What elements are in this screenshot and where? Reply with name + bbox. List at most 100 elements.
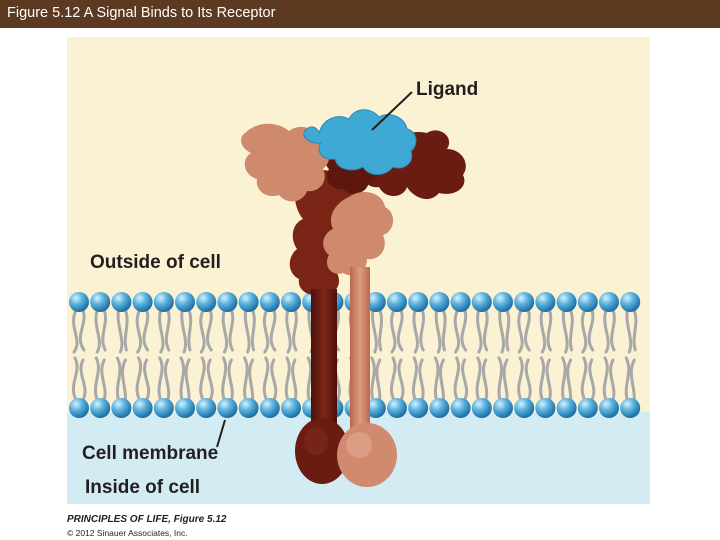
lipid-tail (453, 356, 469, 402)
lipid-head (577, 398, 598, 418)
lipid-head (69, 398, 89, 418)
lipid-head (132, 292, 153, 312)
lipid-tail (180, 308, 193, 354)
lipid-tail (603, 308, 616, 354)
lipid-head (471, 398, 492, 418)
lipid-tail (115, 356, 127, 402)
lipid-tail (498, 308, 511, 354)
lipid-head (471, 292, 492, 312)
lipid-head (387, 398, 407, 418)
lipid-tail (624, 356, 636, 402)
lipid-tail (580, 308, 595, 354)
lipid-head (238, 292, 259, 312)
lipid-head (514, 398, 535, 418)
lipid-tail (561, 308, 574, 354)
lipid-head (90, 398, 111, 418)
lipid-head (175, 398, 195, 418)
ligand-pointer (371, 91, 413, 131)
lipid-head (153, 398, 174, 418)
lipid-tail (434, 308, 447, 354)
lipid-head (196, 292, 217, 312)
lipid-tail (262, 308, 277, 354)
lipid-heads (69, 292, 641, 418)
lipid-head (408, 398, 429, 418)
lipid-tail (453, 308, 468, 354)
lipid-head (535, 292, 556, 312)
ligand-label: Ligand (416, 79, 479, 100)
cell-membrane-label: Cell membrane (82, 443, 219, 464)
lipid-tail (539, 356, 552, 402)
outside-of-cell-label: Outside of cell (90, 252, 221, 273)
lipid-head (196, 398, 217, 418)
lipid-tail (157, 356, 171, 402)
lipid-tail (243, 308, 256, 354)
figure-title: Figure 5.12 A Signal Binds to Its Recept… (7, 5, 276, 21)
lipid-tail (371, 308, 384, 354)
lipid-head (153, 292, 174, 312)
ligand-molecule (303, 109, 417, 175)
lipid-head (514, 292, 535, 312)
lipid-head (556, 292, 577, 312)
lipid-head (556, 398, 577, 418)
lipid-tail (116, 308, 129, 354)
lipid-tail (221, 356, 234, 402)
lipid-head (429, 398, 450, 418)
lipid-head (387, 292, 407, 312)
lipid-tail (158, 308, 171, 354)
membrane-pointer (216, 419, 226, 448)
lipid-head (111, 292, 132, 312)
receptor-light-chain (241, 123, 397, 487)
lipid-head (132, 398, 153, 418)
lipid-head (620, 398, 641, 418)
lipid-tail (179, 356, 191, 402)
lipid-head (365, 292, 386, 312)
lipid-tail (284, 356, 298, 402)
copyright-notice: © 2012 Sinauer Associates, Inc. (67, 528, 188, 538)
lipid-tail (370, 356, 382, 402)
lipid-head (577, 292, 598, 312)
lipid-head (620, 292, 641, 312)
lipid-tail (602, 356, 616, 402)
lipid-tail (475, 356, 489, 402)
receptor-diagram: Ligand Outside of cell Cell membrane Ins… (67, 37, 650, 504)
lipid-head (69, 292, 89, 312)
lipid-tail (199, 308, 213, 354)
lipid-tail (539, 308, 553, 354)
lipid-tail (390, 308, 404, 354)
lipid-tail (517, 308, 531, 354)
lipid-tail (72, 308, 86, 354)
lipid-tail (476, 308, 489, 354)
lipid-head (599, 292, 619, 312)
lipid-head (217, 398, 238, 418)
lipid-tail (135, 308, 150, 354)
lipid-tail (199, 356, 214, 402)
lipid-head (281, 398, 301, 418)
lipid-head (259, 398, 280, 418)
lipid-head (599, 398, 619, 418)
lipid-tail (497, 356, 509, 402)
lipid-tail (94, 308, 107, 354)
lipid-head (450, 398, 471, 418)
lipid-head (365, 398, 386, 418)
lipid-tail (411, 356, 425, 402)
lipid-tail (243, 356, 255, 402)
lipid-tail (135, 356, 151, 402)
lipid-head (408, 292, 429, 312)
lipid-head (493, 398, 513, 418)
title-bar: Figure 5.12 A Signal Binds to Its Recept… (0, 0, 720, 28)
lipid-tail (517, 356, 532, 402)
lipid-head (259, 292, 280, 312)
lipid-tail (580, 356, 596, 402)
lipid-tail (262, 356, 278, 402)
lipid-head (111, 398, 132, 418)
lipid-tail (93, 356, 107, 402)
lipid-head (90, 292, 111, 312)
lipid-tail (412, 308, 425, 354)
lipid-tail (561, 356, 573, 402)
inside-of-cell-label: Inside of cell (85, 477, 201, 498)
lipid-tail (625, 308, 638, 354)
lipid-head (535, 398, 556, 418)
lipid-head (450, 292, 471, 312)
lipid-tail (221, 308, 235, 354)
lipid-tail (285, 308, 298, 354)
